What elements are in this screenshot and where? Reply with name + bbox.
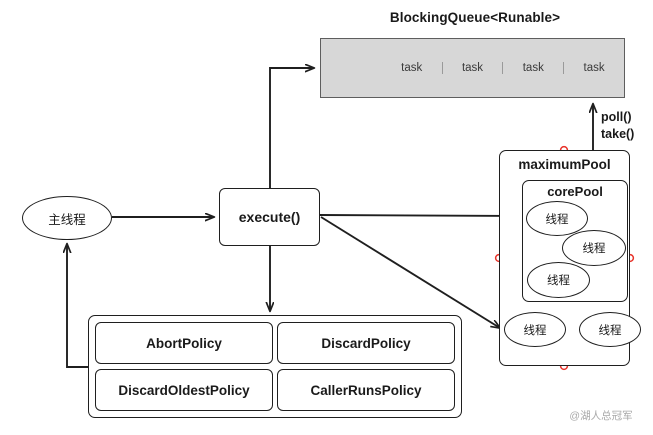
connector-execute-to-queue bbox=[269, 68, 314, 188]
watermark: @湖人总冠军 bbox=[569, 409, 633, 422]
connector-execute-to-maximumpool bbox=[320, 216, 500, 328]
take-label: take() bbox=[601, 127, 635, 141]
connector-execute-to-corepool bbox=[319, 215, 521, 216]
policy-discard[interactable]: DiscardPolicy bbox=[277, 322, 455, 364]
core-pool-thread: 线程 bbox=[562, 230, 626, 266]
queue-cell: task bbox=[583, 62, 605, 74]
connector-policies-to-mainthread bbox=[67, 244, 88, 368]
policy-abort[interactable]: AbortPolicy bbox=[95, 322, 273, 364]
poll-take-label-group: poll() take() bbox=[601, 107, 651, 145]
policy-discard-oldest[interactable]: DiscardOldestPolicy bbox=[95, 369, 273, 411]
queue-cell: task bbox=[503, 62, 565, 74]
maximum-pool-thread: 线程 bbox=[504, 312, 566, 347]
execute-node: execute() bbox=[219, 188, 320, 246]
diagram-title: BlockingQueue<Runable> bbox=[389, 9, 561, 25]
maximum-pool-label: maximumPool bbox=[518, 156, 611, 172]
queue-cell: task bbox=[443, 62, 504, 74]
policy-caller-runs[interactable]: CallerRunsPolicy bbox=[277, 369, 455, 411]
core-pool-thread: 线程 bbox=[526, 201, 588, 236]
core-pool-thread: 线程 bbox=[527, 262, 590, 298]
blocking-queue: task task task task bbox=[320, 38, 625, 98]
queue-cell: task bbox=[382, 62, 443, 74]
main-thread-node: 主线程 bbox=[22, 196, 112, 240]
maximum-pool-thread: 线程 bbox=[579, 312, 641, 347]
poll-label: poll() bbox=[601, 110, 632, 125]
rejection-policies-grid: AbortPolicy DiscardPolicy DiscardOldestP… bbox=[95, 322, 455, 411]
core-pool-label: corePool bbox=[547, 183, 603, 199]
